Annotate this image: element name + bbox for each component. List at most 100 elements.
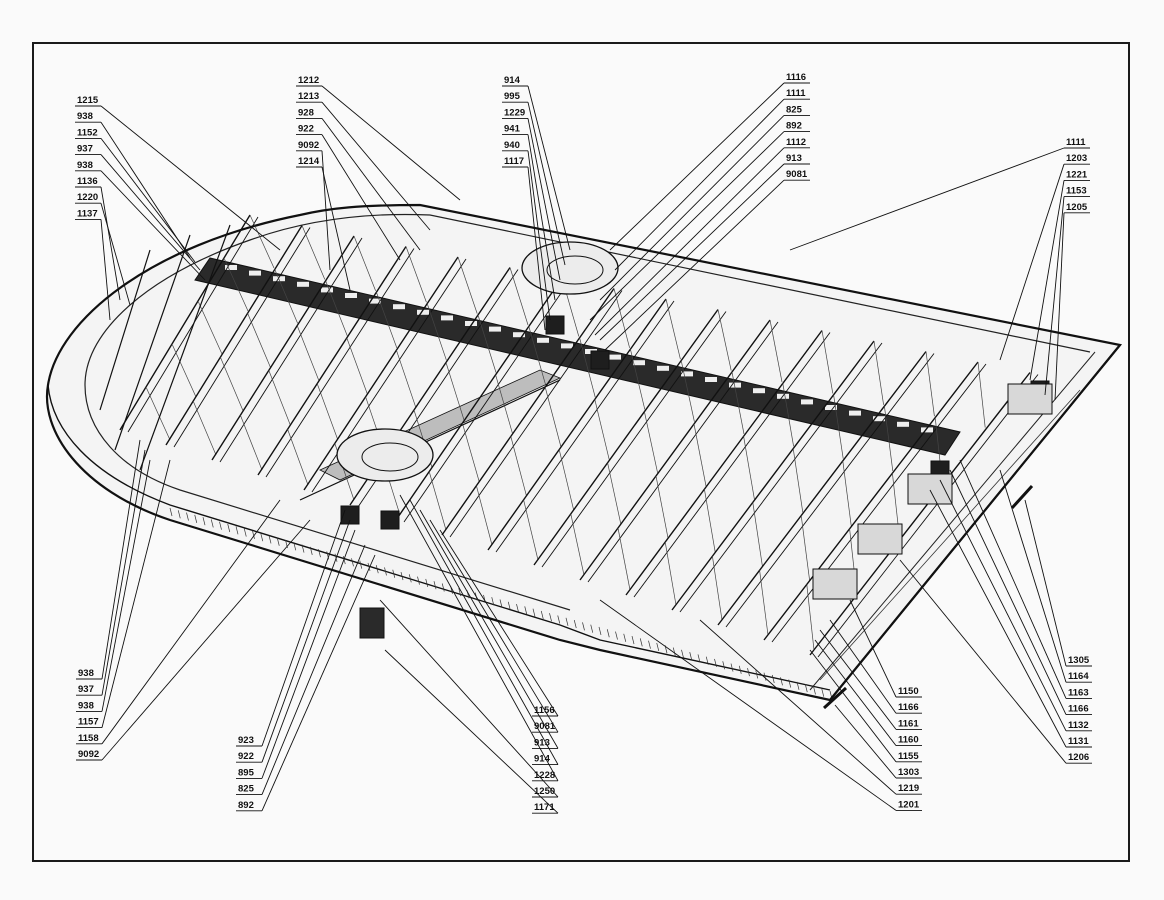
leader-line [100,105,281,251]
leader-line [1044,196,1065,396]
callout-label: 1152 [77,127,98,138]
callout-label: 1136 [77,176,98,187]
bolt-1305 [1010,484,1034,510]
callout-label: 1153 [1066,186,1087,197]
leader-line [604,179,785,351]
leader-line [101,449,146,696]
leader-line [527,118,561,281]
leading-edge-lower [47,384,831,691]
walkway-edge [299,379,561,501]
leader-line [321,85,461,201]
callout-label: 9092 [298,140,319,151]
callout-label: 938 [78,668,94,679]
callout-label: 1205 [1066,202,1088,213]
leader-line [614,98,785,271]
leader-line [939,479,1067,732]
callout-label: 938 [78,700,94,711]
callout-label: 1150 [898,686,919,697]
leader-line [527,102,566,266]
callout-label: 1250 [534,786,555,797]
upper-inspection-panel [521,241,619,295]
callout-label: 913 [786,153,802,164]
callout-label: 1137 [77,208,98,219]
leader-line [599,599,897,811]
leader-line [101,519,311,761]
callout-label: 9092 [78,749,99,760]
callout-label: 1157 [78,717,99,728]
callout-label: 1215 [77,95,99,106]
callout-label: 892 [786,121,802,132]
leader-line [101,439,141,680]
callout-label: 825 [786,104,803,115]
callout-label: 1164 [1068,671,1089,682]
leader-line [100,186,121,301]
leader-line [809,649,897,763]
upper-inspection-ring [546,255,604,285]
callout-label: 892 [238,800,254,811]
lower-inspection-panel [336,428,434,482]
leader-line [599,115,785,301]
leader-line [527,85,571,251]
leader-line [429,519,559,733]
callout-label: 940 [504,140,520,151]
leader-line [419,509,559,749]
wing-ribs [119,214,1039,658]
leader-line [959,459,1067,699]
leader-line [101,499,281,745]
leader-line [849,599,897,698]
callout-label: 895 [238,767,255,778]
leader-line [100,138,196,263]
callout-label: 825 [238,784,255,795]
leader-line [789,147,1065,251]
leader-line [101,459,151,712]
detached-fitting [359,607,385,639]
callout-label: 1131 [1068,736,1089,747]
leader-line [439,529,559,717]
callout-label: 1116 [786,72,806,83]
leader-line [100,219,111,321]
leader-line [609,82,785,251]
callout-label: 914 [534,754,551,765]
leader-line [321,134,401,261]
callout-label: 1158 [78,733,99,744]
leader-line [1024,499,1067,667]
callout-label: 1132 [1068,720,1089,731]
callout-label: 1303 [898,767,919,778]
main-spar [194,257,961,456]
leader-line [999,469,1067,683]
leader-line [1029,180,1065,381]
trailing-edge-box-ribs [812,383,1053,600]
callout-label: 9081 [786,169,808,180]
leader-line [379,599,559,798]
callout-label: 938 [77,160,93,171]
leader-line [814,639,897,746]
leading-edge-inner [84,213,1091,611]
callout-label: 913 [534,737,550,748]
leader-line [899,559,1067,764]
callout-label: 1206 [1068,752,1089,763]
callout-label: 1214 [298,156,320,167]
leader-line [589,131,785,321]
leader-line [101,459,171,728]
leader-line [100,154,201,271]
callout-label: 923 [238,735,254,746]
leader-line [321,118,421,251]
leader-line [829,619,897,714]
callout-label: 1229 [504,107,525,118]
callout-label: 1171 [534,802,555,813]
callout-label: 1166 [898,702,919,713]
callout-label: 1219 [898,783,919,794]
callout-label: 928 [298,107,314,118]
callout-label: 1212 [298,75,319,86]
callout-label: 1161 [898,718,919,729]
leader-line [261,519,351,763]
leader-line [527,134,556,301]
callout-label: 1160 [898,735,919,746]
callout-label: 1111 [1066,137,1086,148]
leader-line [527,150,551,321]
